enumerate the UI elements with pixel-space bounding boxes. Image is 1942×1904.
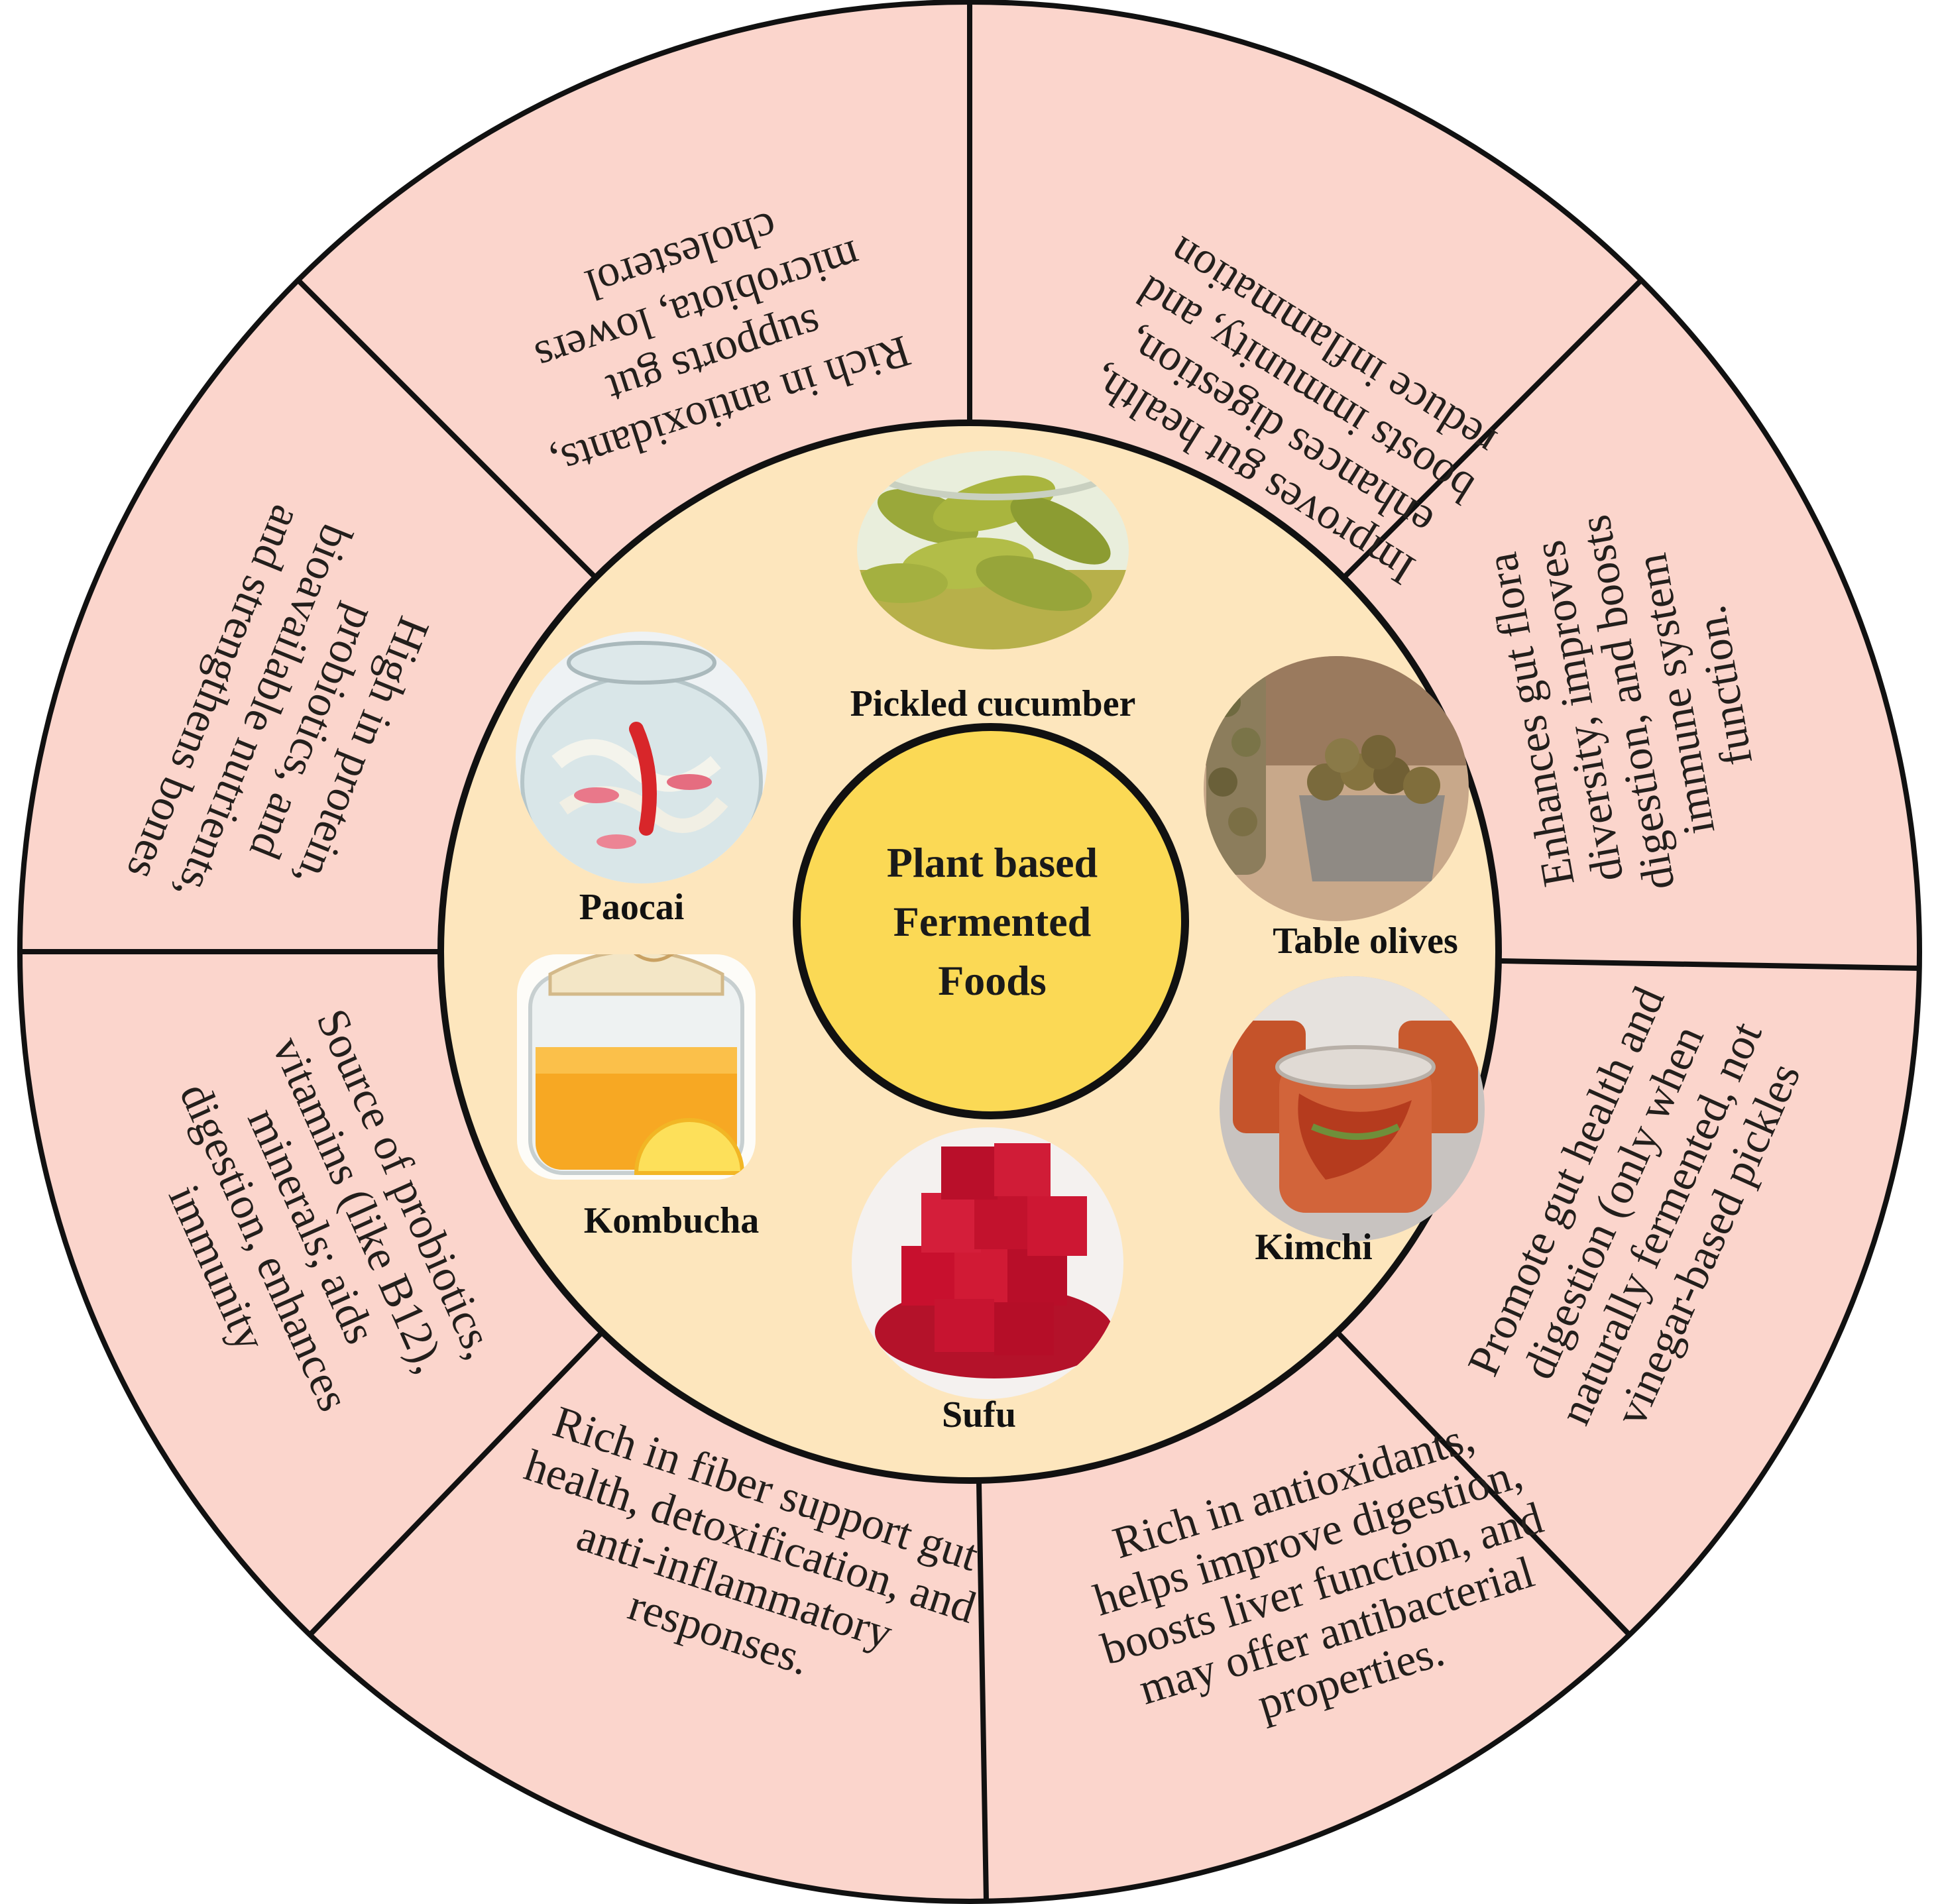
center-title-line-2: Fermented (893, 898, 1092, 945)
center-title-line-1: Plant based (887, 839, 1098, 886)
pickled-cucumber-photo (857, 451, 1129, 649)
food-label-pickled-cucumber: Pickled cucumber (850, 683, 1136, 724)
segment-divider (1335, 1330, 1632, 1637)
segment-divider (296, 278, 598, 580)
segment-dividers (20, 2, 1919, 1901)
segment-divider (1342, 278, 1644, 580)
kombucha-photo (517, 954, 756, 1180)
center-title-line-3: Foods (938, 957, 1047, 1004)
segment-divider (976, 1480, 990, 1901)
food-label-table-olives: Table olives (1273, 921, 1458, 962)
food-label-kombucha: Kombucha (584, 1200, 760, 1241)
segment-divider (308, 1330, 604, 1637)
sufu-photo (852, 1127, 1123, 1399)
benefit-text-block: Improves gut health,enhances digestion,b… (1081, 227, 1504, 595)
center-disc (793, 723, 1189, 1119)
segment-divider (1498, 958, 1919, 972)
food-label-paocai: Paocai (579, 887, 685, 928)
kimchi-photo (1220, 976, 1485, 1241)
benefit-text-block: Source of probiotics,vitamins (like B12)… (159, 1001, 506, 1418)
food-label-sufu: Sufu (942, 1394, 1016, 1435)
food-label-kimchi: Kimchi (1255, 1227, 1372, 1268)
paocai-photo (516, 632, 768, 883)
